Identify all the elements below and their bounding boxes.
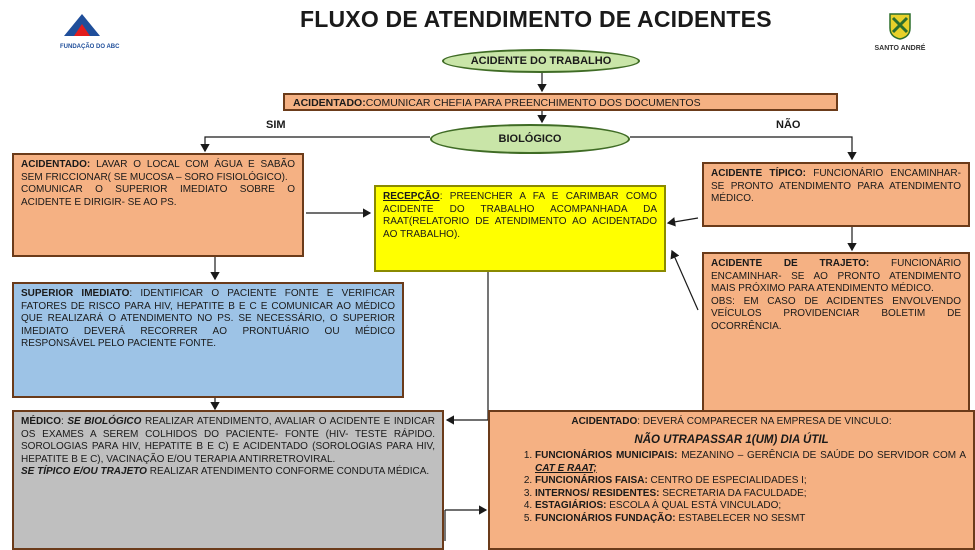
superior-head: SUPERIOR IMEDIATO xyxy=(21,288,130,299)
list-item-text: MEZANINO – GERÊNCIA DE SAÚDE DO SERVIDOR… xyxy=(677,450,966,461)
list-item-head: ESTAGIÁRIOS: xyxy=(535,500,607,511)
lavar-text: LAVAR O LOCAL COM ÁGUA E SABÃO SEM FRICC… xyxy=(21,159,295,183)
fundacao-abc-logo: FUNDAÇÃO DO ABC xyxy=(60,12,140,52)
node-biologico: BIOLÓGICO xyxy=(430,124,630,154)
node-medico: MÉDICO: SE BIOLÓGICO REALIZAR ATENDIMENT… xyxy=(12,410,444,550)
list-item-text: CENTRO DE ESPECIALIDADES I; xyxy=(647,475,807,486)
node-recepcao: RECEPÇÃO: PREENCHER A FA E CARIMBAR COMO… xyxy=(374,185,666,272)
logo-right-text: SANTO ANDRÉ xyxy=(874,45,926,52)
logo-mark-icon xyxy=(64,14,100,36)
arrow-trajeto-to-recepcao xyxy=(670,249,699,311)
arrow-recepcao-to-medico xyxy=(445,272,489,425)
list-item: INTERNOS/ RESIDENTES: SECRETARIA DA FACU… xyxy=(535,488,966,501)
vinculo-list: FUNCIONÁRIOS MUNICIPAIS: MEZANINO – GERÊ… xyxy=(497,450,966,525)
list-item-head: FUNCIONÁRIOS FAISA: xyxy=(535,475,648,486)
list-item-head: INTERNOS/ RESIDENTES: xyxy=(535,487,660,499)
arrow-biologico-sim xyxy=(200,136,430,153)
recepcao-head: RECEPÇÃO xyxy=(383,191,440,202)
list-item-em: CAT E RAAT; xyxy=(535,462,597,474)
list-item-head: FUNCIONÁRIOS MUNICIPAIS: xyxy=(535,450,678,461)
comunicar-head: ACIDENTADO: xyxy=(293,97,366,109)
medico-head2: SE BIOLÓGICO xyxy=(67,416,142,427)
list-item-text: ESTABELECER NO SESMT xyxy=(675,512,806,524)
list-item: ESTAGIÁRIOS: ESCOLA À QUAL ESTÁ VINCULAD… xyxy=(535,500,966,513)
list-item: FUNCIONÁRIOS FAISA: CENTRO DE ESPECIALID… xyxy=(535,475,966,488)
logo-left-text: FUNDAÇÃO DO ABC xyxy=(60,44,120,50)
medico-text2: REALIZAR ATENDIMENTO CONFORME CONDUTA MÉ… xyxy=(146,466,430,477)
medico-head3: SE TÍPICO E/OU TRAJETO xyxy=(21,466,147,477)
vinculo-sub: NÃO UTRAPASSAR 1(UM) DIA ÚTIL xyxy=(634,433,829,446)
vinculo-text: : DEVERÁ COMPARECER NA EMPRESA DE VINCUL… xyxy=(637,416,892,427)
list-item-head: FUNCIONÁRIOS FUNDAÇÃO: xyxy=(535,512,676,524)
node-acidente-do-trabalho-label: ACIDENTE DO TRABALHO xyxy=(470,55,612,67)
trajeto-head: ACIDENTE DE TRAJETO: xyxy=(711,258,870,269)
node-acidente-trajeto: ACIDENTE DE TRAJETO: FUNCIONÁRIO ENCAMIN… xyxy=(702,252,970,416)
trajeto-text: FUNCIONÁRIO ENCAMINHAR- SE AO PRONTO ATE… xyxy=(711,258,962,294)
medico-sep: : xyxy=(61,416,68,427)
label-sim: SIM xyxy=(266,119,286,131)
list-item: FUNCIONÁRIOS FUNDAÇÃO: ESTABELECER NO SE… xyxy=(535,513,966,526)
tipico-head: ACIDENTE TÍPICO: xyxy=(711,168,806,179)
arrow-biologico-nao xyxy=(630,136,857,161)
coat-of-arms-icon xyxy=(889,13,911,40)
tipico-text: FUNCIONÁRIO ENCAMINHAR- SE PRONTO ATENDI… xyxy=(711,168,961,204)
node-empresa-vinculo: ACIDENTADO: DEVERÁ COMPARECER NA EMPRESA… xyxy=(488,410,975,550)
node-lavar-local: ACIDENTADO: LAVAR O LOCAL COM ÁGUA E SAB… xyxy=(12,153,304,257)
lavar-head: ACIDENTADO: xyxy=(21,159,91,170)
vinculo-head: ACIDENTADO xyxy=(571,416,638,427)
page-title: FLUXO DE ATENDIMENTO DE ACIDENTES xyxy=(300,6,772,32)
santo-andre-logo: SANTO ANDRÉ xyxy=(872,10,928,62)
medico-text: REALIZAR ATENDIMENTO, AVALIAR O ACIDENTE… xyxy=(21,416,435,465)
label-nao: NÃO xyxy=(776,119,801,131)
list-item: FUNCIONÁRIOS MUNICIPAIS: MEZANINO – GERÊ… xyxy=(535,450,966,475)
node-biologico-label: BIOLÓGICO xyxy=(498,133,562,145)
lavar-text2: COMUNICAR O SUPERIOR IMEDIATO SOBRE O AC… xyxy=(21,184,295,208)
comunicar-text: COMUNICAR CHEFIA PARA PREENCHIMENTO DOS … xyxy=(365,97,701,109)
node-comunicar-chefia: ACIDENTADO:COMUNICAR CHEFIA PARA PREENCH… xyxy=(283,93,838,111)
medico-head: MÉDICO xyxy=(21,416,61,427)
list-item-text: ESCOLA À QUAL ESTÁ VINCULADO; xyxy=(606,500,782,511)
recepcao-text: : PREENCHER A FA E CARIMBAR COMO ACIDENT… xyxy=(383,191,657,240)
list-item-text: SECRETARIA DA FACULDADE; xyxy=(659,487,807,499)
node-acidente-do-trabalho: ACIDENTE DO TRABALHO xyxy=(442,49,640,73)
trajeto-text2: OBS: EM CASO DE ACIDENTES ENVOLVENDO VEÍ… xyxy=(711,295,961,332)
arrow-tipico-to-recepcao xyxy=(666,217,699,227)
superior-text: : IDENTIFICAR O PACIENTE FONTE E VERIFIC… xyxy=(21,288,395,349)
node-superior-imediato: SUPERIOR IMEDIATO: IDENTIFICAR O PACIENT… xyxy=(12,282,404,398)
node-acidente-tipico: ACIDENTE TÍPICO: FUNCIONÁRIO ENCAMINHAR-… xyxy=(702,162,970,227)
